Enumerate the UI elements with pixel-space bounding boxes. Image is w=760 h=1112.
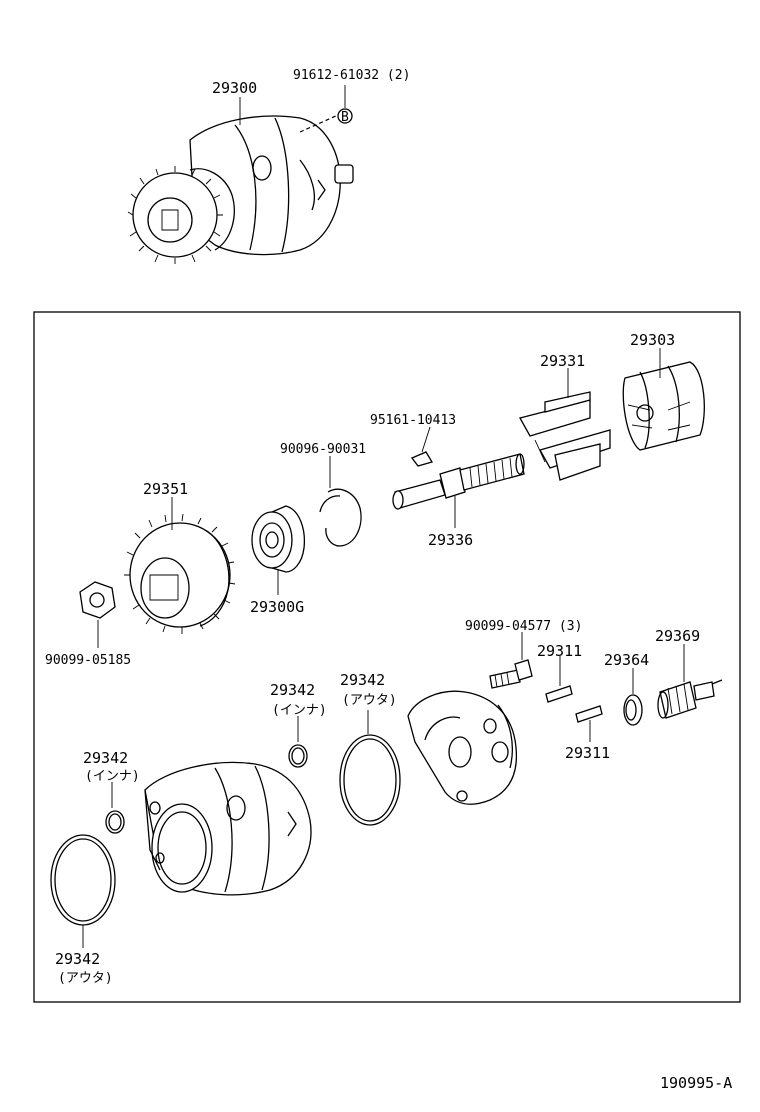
note-inner-upper: (インナ) [272,703,327,718]
label-29342-inner-lower: 29342 [83,749,128,767]
label-91612-61032: 91612-61032 (2) [293,68,410,83]
label-29342-outer-lower: 29342 [55,950,100,968]
note-outer-lower: (アウタ) [58,971,113,986]
o-ring-outer-upper [339,734,401,826]
o-ring-inner-upper [288,744,308,768]
brush-holder-29303 [622,361,705,451]
bolt-ref-label: B [341,110,349,125]
label-29351: 29351 [143,480,188,498]
label-29369: 29369 [655,627,700,645]
note-outer-upper: (アウタ) [342,693,397,708]
armature-shaft-29336 [392,453,525,510]
label-29311-upper: 29311 [537,642,582,660]
label-29303: 29303 [630,331,675,349]
nut-90099-05185 [79,581,116,619]
label-29336: 29336 [428,531,473,549]
washer-29364 [623,694,643,726]
snap-ring-90096 [325,488,362,547]
label-29331: 29331 [540,352,585,370]
pin-29311-lower [575,705,603,723]
label-29311-lower: 29311 [565,744,610,762]
label-29300: 29300 [212,79,257,97]
label-29364: 29364 [604,651,649,669]
label-90099-05185: 90099-05185 [45,653,131,668]
drive-housing [144,761,312,896]
o-ring-outer-lower [50,834,116,926]
label-29342-inner-upper: 29342 [270,681,315,699]
label-95161-10413: 95161-10413 [370,413,456,428]
starter-drive-assembly: B [127,97,354,264]
brush-set-29331 [519,391,611,481]
label-90099-04577: 90099-04577 (3) [465,619,582,634]
diagram-id: 190995-A [660,1074,732,1092]
exploded-view-frame [33,311,741,1003]
note-inner-lower: (インナ) [85,769,140,784]
switch-29369 [657,679,723,719]
o-ring-inner-lower [105,810,125,834]
key-95161 [410,451,433,467]
end-cover-plate [407,690,518,805]
bearing-29300G [251,505,306,573]
planetary-gear-29351 [124,513,236,634]
label-29300G: 29300G [250,598,304,616]
label-90096-90031: 90096-90031 [280,442,366,457]
bolt-90099-04577 [489,659,533,689]
pin-29311-upper [545,685,573,703]
label-29342-outer-upper: 29342 [340,671,385,689]
